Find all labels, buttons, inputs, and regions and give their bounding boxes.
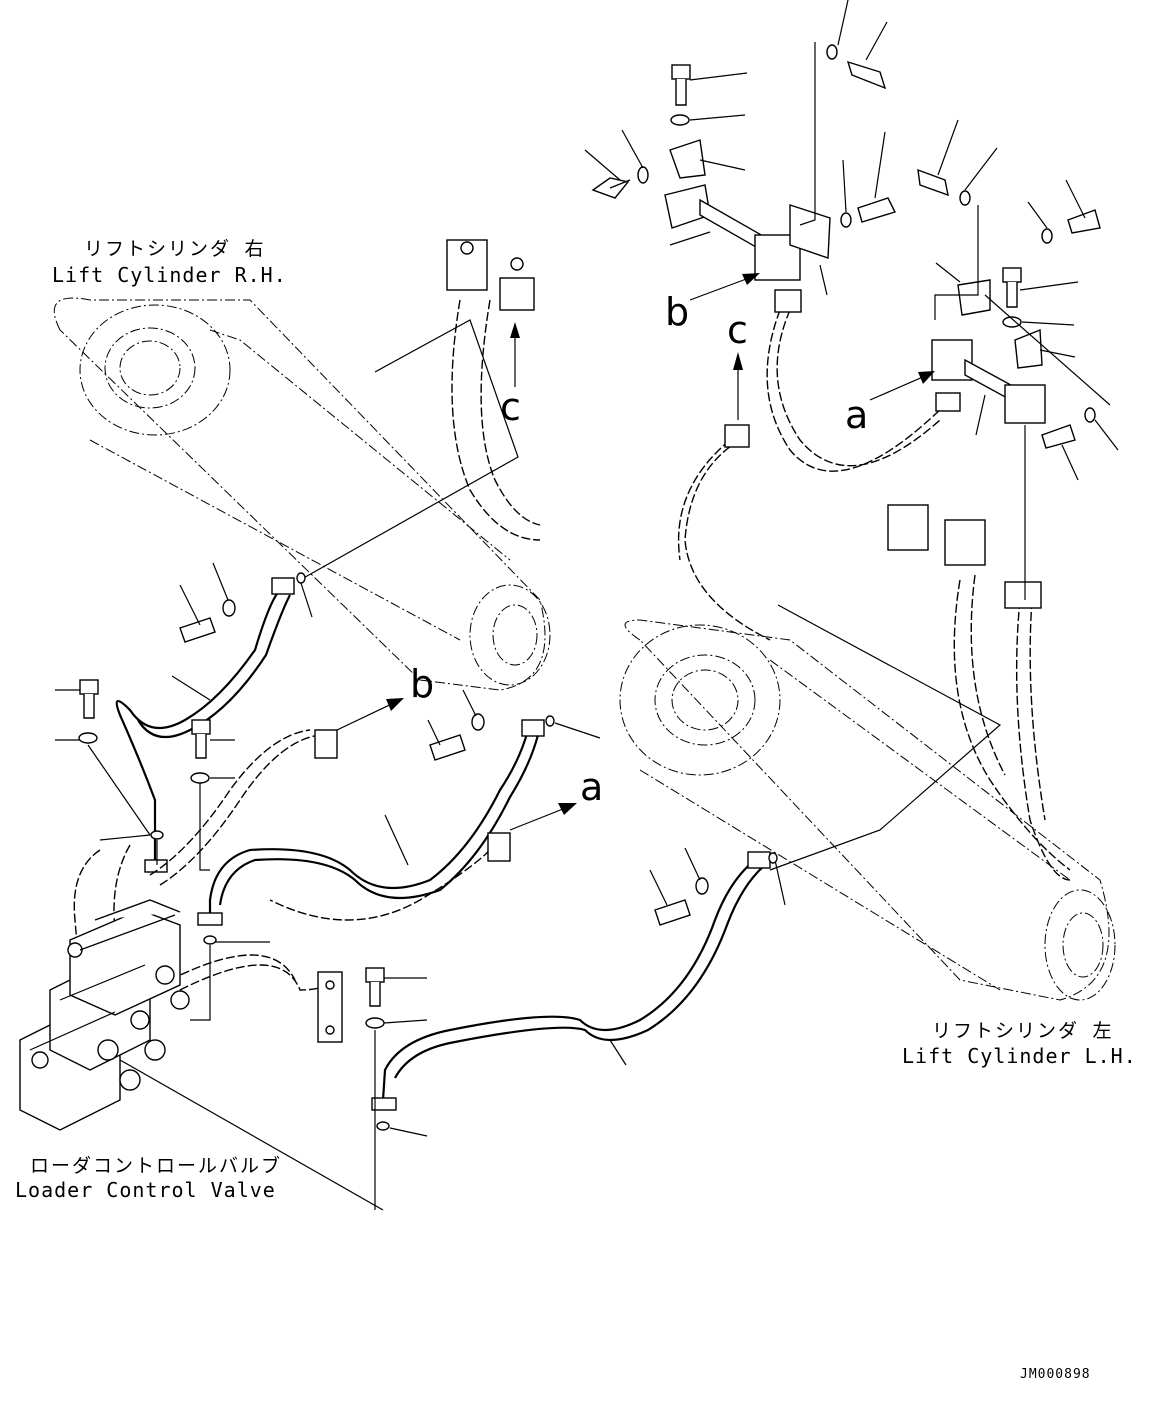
view-arrows <box>336 273 935 831</box>
lift-cylinder-rh-en-label: Lift Cylinder R.H. <box>52 263 287 287</box>
leader-lines-lh <box>769 604 1002 906</box>
view-ref-b-top: b <box>665 290 689 334</box>
block-assembly-b <box>664 139 831 281</box>
clamps <box>314 729 511 1043</box>
lift-cylinder-rh-jp-label: リフトシリンダ 右 <box>84 238 265 260</box>
loader-valve-jp-label: ローダコントロールバルブ <box>30 1154 282 1177</box>
lift-cylinder-lh-jp-label: リフトシリンダ 左 <box>932 1020 1113 1042</box>
lh-hoses <box>677 309 1071 881</box>
view-ref-a-top: a <box>845 393 868 437</box>
lift-cylinder-rh <box>53 297 551 691</box>
lift-cylinder-lh <box>619 619 1116 1001</box>
pipes <box>115 589 766 1101</box>
drawing-code: JM000898 <box>1020 1367 1091 1382</box>
rh-hose <box>451 299 541 541</box>
view-ref-b-lower: b <box>410 662 434 706</box>
view-ref-c-rh: c <box>500 385 521 429</box>
leader-lines-lower <box>55 562 701 1211</box>
block-assembly-a <box>931 279 1046 424</box>
rh-cylinder-fitting <box>446 239 535 311</box>
lift-cylinder-lh-en-label: Lift Cylinder L.H. <box>902 1044 1137 1068</box>
lh-fittings <box>724 289 1042 609</box>
bolts-top <box>591 44 1101 449</box>
pipe-flanges <box>144 577 771 1111</box>
leader-lines-rh <box>299 319 519 618</box>
bolts-lower <box>78 572 778 1131</box>
view-ref-c-top: c <box>727 308 748 352</box>
leader-lines-top <box>584 0 1119 600</box>
view-ref-a-lower: a <box>580 765 603 809</box>
loader-valve-en-label: Loader Control Valve <box>15 1178 276 1202</box>
loader-control-valve <box>19 899 190 1131</box>
